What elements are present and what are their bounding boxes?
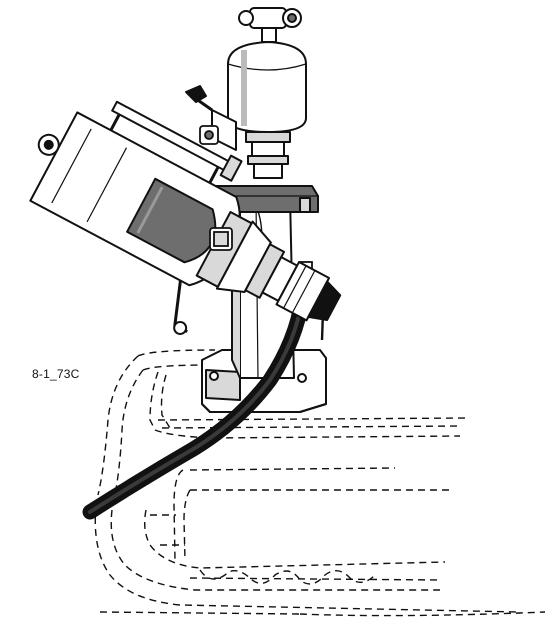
coupler-cone [215,220,272,293]
tank-assembly [185,7,307,179]
nozzle-assembly [29,100,342,335]
base-bolt-left [209,371,219,381]
tank-body [227,41,307,133]
base-bolt-right [297,373,307,383]
top-fitting-body [249,7,287,29]
coupler-end [275,261,331,322]
figure-code-label: 8-1_73C [32,367,80,381]
top-fitting-knob-left [238,10,254,26]
junction-fittings [199,125,233,251]
tip-seal [307,280,342,322]
